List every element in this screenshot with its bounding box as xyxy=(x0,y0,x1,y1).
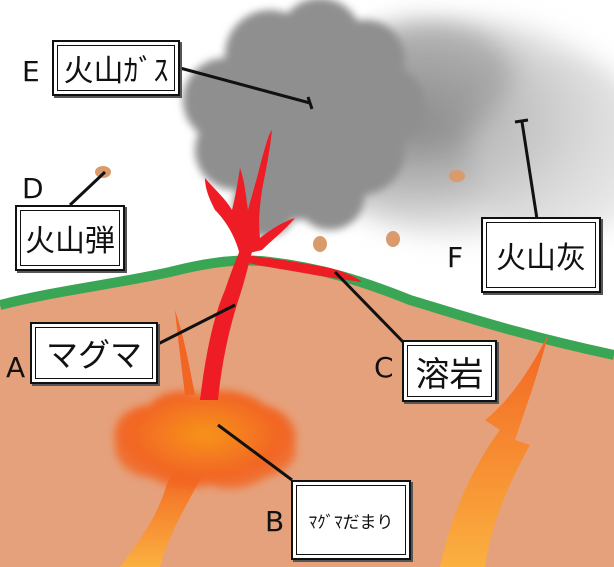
leader-line-C xyxy=(333,270,409,348)
leader-line-F xyxy=(520,121,539,220)
label-D-text: 火山弾 xyxy=(25,224,115,259)
lava-flow xyxy=(245,255,362,282)
label-C-box: 溶岩 xyxy=(402,340,497,402)
label-E-letter: E xyxy=(22,55,40,88)
label-D-box: 火山弾 xyxy=(15,205,125,271)
label-A-text: マグマ xyxy=(45,336,142,374)
leader-line-A xyxy=(155,303,236,347)
label-E-box: 火山ｶﾞｽ xyxy=(52,40,180,96)
label-C-text: 溶岩 xyxy=(415,354,484,395)
magma-chamber xyxy=(114,390,296,490)
label-E-text: 火山ｶﾞｽ xyxy=(63,54,169,89)
magma-conduit xyxy=(200,130,295,400)
leader-line-F-tip xyxy=(514,118,529,124)
label-A-letter: A xyxy=(6,351,26,384)
label-D-letter: D xyxy=(22,172,44,205)
label-C-letter: C xyxy=(374,351,394,384)
label-B-letter: B xyxy=(265,505,285,538)
label-B-box: ﾏｸﾞﾏだまり xyxy=(291,480,411,560)
leader-line-B xyxy=(217,423,293,482)
label-F-box: 火山灰 xyxy=(481,217,601,293)
label-A-box: マグマ xyxy=(30,322,158,384)
leader-lines xyxy=(68,66,539,482)
leader-line-E-tip xyxy=(306,96,314,110)
volcanic-bombs xyxy=(95,166,465,252)
label-F-letter: F xyxy=(447,241,464,274)
label-B-text: ﾏｸﾞﾏだまり xyxy=(308,512,394,533)
leader-line-D xyxy=(68,170,107,207)
leader-line-E xyxy=(179,66,311,105)
label-F-text: 火山灰 xyxy=(496,241,586,276)
